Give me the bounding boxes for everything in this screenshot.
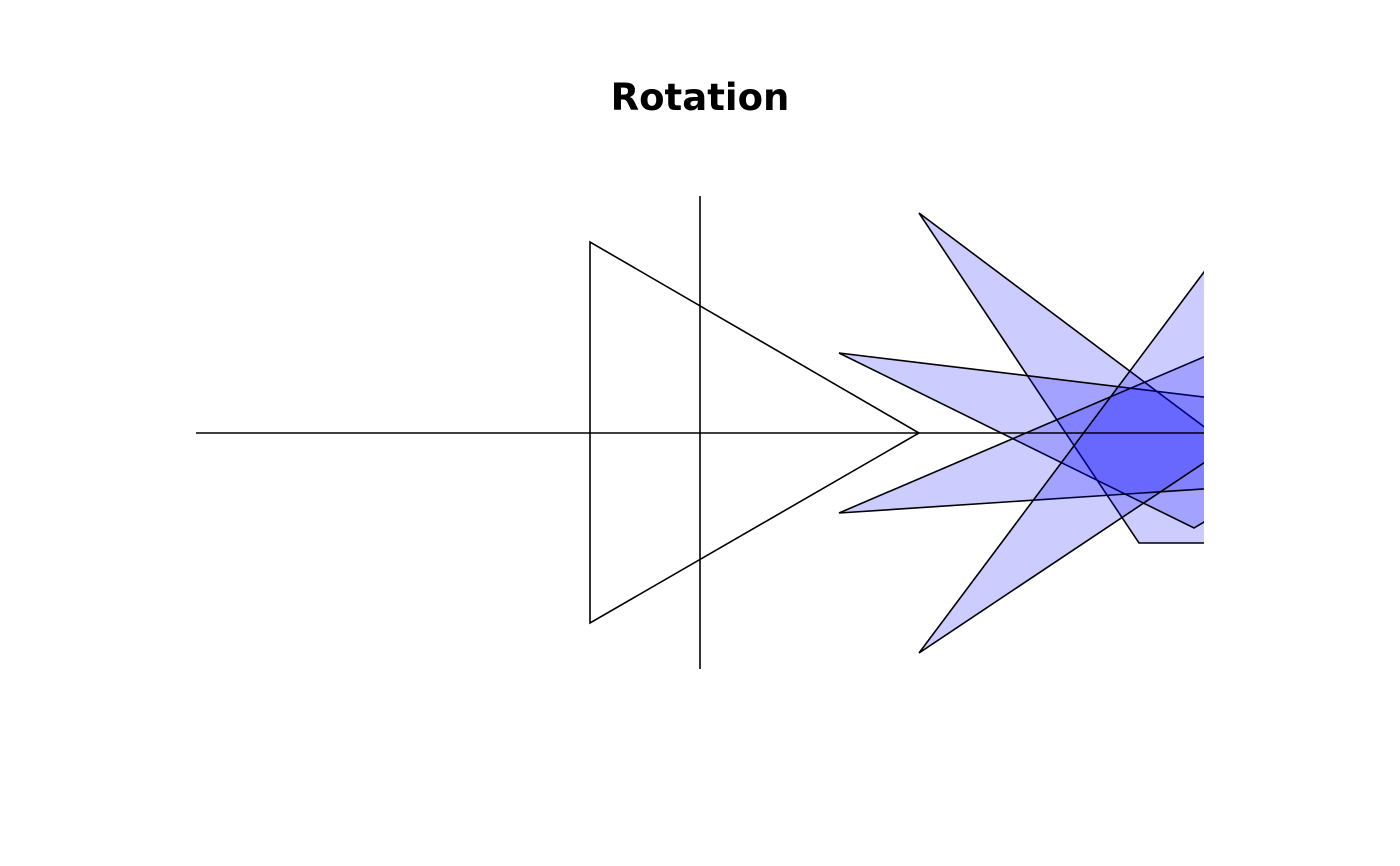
original-triangle	[589, 240, 921, 625]
rotated-triangle-3	[838, 355, 1204, 514]
rotated-triangle-4	[918, 270, 1204, 654]
plot-title: Rotation	[610, 76, 790, 119]
rotated-triangle-1	[918, 212, 1204, 544]
rotated-triangles-group	[838, 212, 1204, 654]
